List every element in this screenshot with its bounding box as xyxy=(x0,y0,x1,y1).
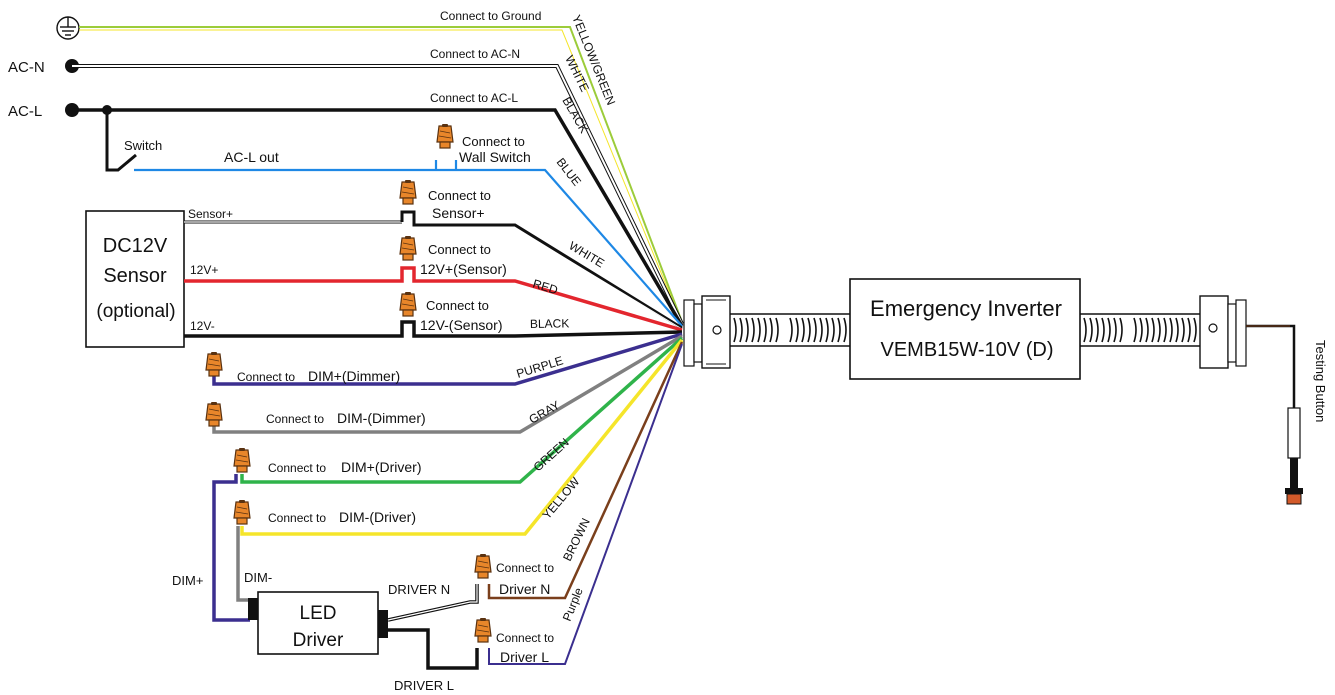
sensor-plus-label-2: Sensor+ xyxy=(432,205,485,221)
dim-plus-driver-label-b: DIM+(Driver) xyxy=(341,459,422,475)
wire-label-black-sensor: BLACK xyxy=(530,316,570,331)
wire-green-driver xyxy=(240,336,684,484)
dim-plus-driver-wire-nut xyxy=(233,447,251,473)
conduit-right xyxy=(1080,313,1200,347)
dim-plus-label: DIM+ xyxy=(172,573,203,588)
wire-label-white-sensor: WHITE xyxy=(566,239,606,271)
driver-n-wire-nut xyxy=(474,553,492,579)
wire-purple-dimmer xyxy=(212,332,683,386)
wire-12v-plus xyxy=(184,266,683,332)
ground-symbol xyxy=(56,16,80,40)
driver-l-label-1: Connect to xyxy=(496,631,554,645)
ac-l-label: AC-L xyxy=(8,103,42,120)
sensor-box xyxy=(85,210,185,348)
led-driver-title-1: LED xyxy=(300,603,337,624)
led-driver-box xyxy=(257,591,379,655)
sensor-plus-label-1: Connect to xyxy=(428,188,491,203)
sensor-title-1: DC12V xyxy=(103,235,168,257)
wire-12v-minus xyxy=(184,320,683,338)
wire-brown xyxy=(487,341,684,600)
wire-dim-minus-driver xyxy=(236,526,250,602)
sensor-pin-sensor-plus: Sensor+ xyxy=(188,207,233,221)
12v-minus-wire-nut xyxy=(399,291,417,317)
wire-label-brown: BROWN xyxy=(560,516,593,563)
inverter-box xyxy=(849,278,1081,380)
wire-label-gray: GRAY xyxy=(527,398,563,427)
testing-button-icon xyxy=(1285,407,1303,505)
wire-purple-driver xyxy=(488,343,683,665)
wire-driver-l xyxy=(388,628,479,670)
driver-n-label-1: Connect to xyxy=(496,561,554,575)
wire-label-black-top: BLACK xyxy=(559,95,591,136)
12v-plus-label-1: Connect to xyxy=(428,242,491,257)
dim-minus-driver-wire-nut xyxy=(233,499,251,525)
12v-plus-label-2: 12V+(Sensor) xyxy=(420,261,507,277)
wall-switch-label-1: Connect to xyxy=(462,134,525,149)
wire-ac-l-out xyxy=(134,160,683,327)
driver-n-wire-label: DRIVER N xyxy=(388,582,450,597)
dim-minus-dimmer-label-a: Connect to xyxy=(266,412,324,426)
testing-button-label: Testing Button xyxy=(1313,340,1328,422)
dim-plus-dimmer-wire-nut xyxy=(205,351,223,377)
driver-n-label-2: Driver N xyxy=(499,581,550,597)
switch-label: Switch xyxy=(124,138,162,153)
wire-label-red: RED xyxy=(531,276,560,297)
driver-l-wire-nut xyxy=(474,617,492,643)
wire-dim-plus-driver xyxy=(212,474,250,622)
sensor-plus-wire-nut xyxy=(399,179,417,205)
wire-ac-l xyxy=(72,108,684,327)
led-driver-title-2: Driver xyxy=(293,630,344,651)
switch-wire xyxy=(105,110,137,172)
wire-gray-dimmer xyxy=(212,334,683,434)
wall-switch-wire-nut xyxy=(436,123,454,149)
inverter-title-2: VEMB15W-10V (D) xyxy=(880,339,1053,361)
sensor-pin-12v-minus: 12V- xyxy=(190,319,215,333)
output-connector xyxy=(1199,295,1247,369)
ac-n-label: AC-N xyxy=(8,59,45,76)
dim-minus-dimmer-wire-nut xyxy=(205,401,223,427)
testing-button-cable xyxy=(1246,324,1296,470)
input-connector xyxy=(683,295,731,369)
driver-l-label-2: Driver L xyxy=(500,649,549,665)
dim-minus-dimmer-label-b: DIM-(Dimmer) xyxy=(337,410,426,426)
wire-label-green: GREEN xyxy=(531,435,572,474)
wire-yellow-green xyxy=(79,26,683,323)
sensor-title-2: Sensor xyxy=(103,265,167,287)
dim-plus-dimmer-label-a: Connect to xyxy=(237,370,295,384)
12v-minus-label-1: Connect to xyxy=(426,298,489,313)
ac-l-out-label: AC-L out xyxy=(224,149,279,165)
wire-label-yellow: YELLOW xyxy=(540,474,583,522)
dim-minus-label: DIM- xyxy=(244,570,272,585)
wall-switch-label-2: Wall Switch xyxy=(459,149,531,165)
dim-minus-driver-label-a: Connect to xyxy=(268,511,326,525)
sensor-title-3: (optional) xyxy=(96,301,175,322)
dim-plus-driver-label-a: Connect to xyxy=(268,461,326,475)
dim-minus-driver-label-b: DIM-(Driver) xyxy=(339,509,416,525)
12v-plus-wire-nut xyxy=(399,235,417,261)
connect-ac-n-label: Connect to AC-N xyxy=(430,47,520,61)
connect-ground-label: Connect to Ground xyxy=(440,9,541,23)
driver-l-wire-label: DRIVER L xyxy=(394,678,454,693)
dim-plus-dimmer-label-b: DIM+(Dimmer) xyxy=(308,368,400,384)
12v-minus-label-2: 12V-(Sensor) xyxy=(420,317,502,333)
inverter-title-1: Emergency Inverter xyxy=(870,296,1062,321)
sensor-pin-12v-plus: 12V+ xyxy=(190,263,218,277)
connect-ac-l-label: Connect to AC-L xyxy=(430,91,518,105)
wire-yellow-driver xyxy=(240,338,684,536)
conduit-left xyxy=(730,313,850,347)
